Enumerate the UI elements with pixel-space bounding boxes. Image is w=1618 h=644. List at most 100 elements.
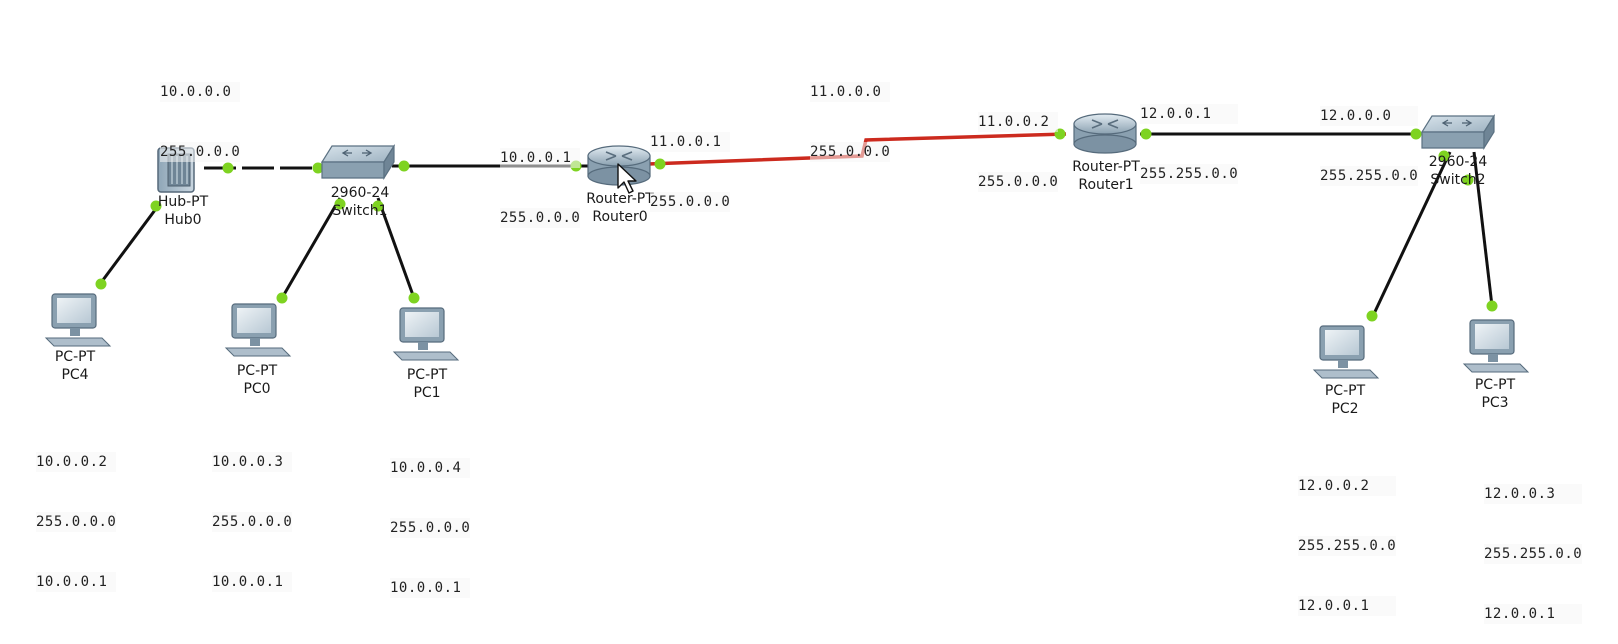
note-line: 12.0.0.1	[1140, 104, 1239, 124]
note-line: 10.0.0.2	[36, 452, 117, 472]
device-model: PC-PT	[1474, 377, 1516, 393]
switch-icon[interactable]	[320, 143, 396, 181]
port-light	[312, 162, 324, 174]
router-icon[interactable]	[587, 145, 651, 186]
pc-icon[interactable]	[224, 303, 292, 357]
device-name: Switch1	[332, 203, 388, 219]
note-line: 255.0.0.0	[212, 512, 293, 532]
note-line: 255.0.0.0	[978, 172, 1059, 192]
port-light	[1140, 128, 1152, 140]
port-light	[150, 200, 162, 212]
port-light	[1366, 310, 1378, 322]
device-model: PC-PT	[54, 349, 96, 365]
note-line: 255.255.0.0	[1140, 164, 1239, 184]
device-name: Router1	[1078, 177, 1134, 193]
pc-icon[interactable]	[44, 293, 112, 347]
port-light	[95, 278, 107, 290]
device-model: Hub-PT	[157, 194, 209, 210]
topology-canvas	[44, 113, 1530, 379]
device-label-pc2: PC-PT PC2	[1310, 382, 1380, 418]
port-light	[1438, 150, 1450, 162]
mouse-cursor-icon	[617, 163, 637, 194]
note-line: 12.0.0.1	[1484, 604, 1583, 624]
links	[98, 132, 1494, 319]
note-line: 255.255.0.0	[1484, 544, 1583, 564]
device-name: Switch2	[1430, 172, 1486, 188]
note-line: 10.0.0.1	[212, 572, 293, 592]
pc-icon[interactable]	[392, 307, 460, 361]
note-line: 11.0.0.1	[650, 132, 731, 152]
note-router1-right[interactable]: 12.0.0.1 255.255.0.0	[1140, 64, 1239, 204]
router-icon[interactable]	[1073, 113, 1137, 154]
port-light	[222, 162, 234, 174]
port-light	[654, 158, 666, 170]
pc-icon[interactable]	[1312, 325, 1380, 379]
device-model: PC-PT	[236, 363, 278, 379]
device-model: 2960-24	[330, 185, 390, 201]
port-light	[1410, 128, 1422, 140]
device-name: PC3	[1481, 395, 1509, 411]
device-name: Router0	[592, 209, 648, 225]
note-line: 11.0.0.2	[978, 112, 1059, 132]
link-hub0-pc4[interactable]	[98, 205, 160, 285]
note-line: 255.0.0.0	[810, 142, 891, 162]
note-line: 12.0.0.3	[1484, 484, 1583, 504]
note-line: 10.0.0.3	[212, 452, 293, 472]
note-line: 12.0.0.0	[1320, 106, 1419, 126]
note-line: 255.0.0.0	[36, 512, 117, 532]
device-name: PC1	[413, 385, 441, 401]
note-line: 255.0.0.0	[500, 208, 581, 228]
device-label-pc3: PC-PT PC3	[1460, 376, 1530, 412]
device-label-router0: Router-PT Router0	[574, 190, 666, 226]
device-label-pc0: PC-PT PC0	[222, 362, 292, 398]
note-network-10[interactable]: 10.0.0.0 255.0.0.0	[160, 42, 241, 182]
note-router0-left[interactable]: 10.0.0.1 255.0.0.0	[500, 108, 581, 248]
switch-icon[interactable]	[1420, 113, 1496, 151]
note-line: 12.0.0.2	[1298, 476, 1397, 496]
port-light	[1462, 174, 1474, 186]
note-network-12[interactable]: 12.0.0.0 255.255.0.0	[1320, 66, 1419, 206]
note-pc4[interactable]: 10.0.0.2 255.0.0.0 10.0.0.1	[36, 412, 117, 612]
note-router1-left[interactable]: 11.0.0.2 255.0.0.0	[978, 72, 1059, 212]
note-network-11[interactable]: 11.0.0.0 255.0.0.0	[810, 42, 891, 182]
note-line: 255.255.0.0	[1298, 536, 1397, 556]
note-line: 10.0.0.1	[390, 578, 471, 598]
device-model: PC-PT	[406, 367, 448, 383]
device-model: PC-PT	[1324, 383, 1366, 399]
port-light	[1486, 300, 1498, 312]
note-pc1[interactable]: 10.0.0.4 255.0.0.0 10.0.0.1	[390, 418, 471, 618]
device-label-hub0: Hub-PT Hub0	[148, 193, 218, 229]
link-switch2-pc2[interactable]	[1370, 151, 1452, 319]
note-line: 10.0.0.1	[500, 148, 581, 168]
port-light	[398, 160, 410, 172]
note-line: 12.0.0.1	[1298, 596, 1397, 616]
note-router0-right[interactable]: 11.0.0.1 255.0.0.0	[650, 92, 731, 232]
link-switch1-pc1[interactable]	[376, 197, 416, 299]
pc-icon[interactable]	[1462, 319, 1530, 373]
device-name: PC4	[61, 367, 89, 383]
device-label-pc1: PC-PT PC1	[392, 366, 462, 402]
note-line: 10.0.0.1	[36, 572, 117, 592]
device-name: Hub0	[164, 212, 202, 228]
link-switch2-pc3[interactable]	[1472, 151, 1494, 307]
port-light	[372, 200, 384, 212]
note-line: 255.0.0.0	[160, 142, 241, 162]
device-name: PC0	[243, 381, 271, 397]
port-light	[276, 292, 288, 304]
note-pc2[interactable]: 12.0.0.2 255.255.0.0 12.0.0.1	[1298, 436, 1397, 636]
note-line: 255.0.0.0	[650, 192, 731, 212]
note-line: 10.0.0.0	[160, 82, 241, 102]
note-line: 255.0.0.0	[390, 518, 471, 538]
device-model: 2960-24	[1428, 154, 1488, 170]
note-line: 11.0.0.0	[810, 82, 891, 102]
device-label-pc4: PC-PT PC4	[40, 348, 110, 384]
note-pc0[interactable]: 10.0.0.3 255.0.0.0 10.0.0.1	[212, 412, 293, 612]
device-model: Router-PT	[586, 191, 654, 207]
device-label-router1: Router-PT Router1	[1060, 158, 1152, 194]
device-model: Router-PT	[1072, 159, 1140, 175]
device-name: PC2	[1331, 401, 1359, 417]
note-pc3[interactable]: 12.0.0.3 255.255.0.0 12.0.0.1	[1484, 444, 1583, 644]
link-switch1-pc0[interactable]	[280, 197, 342, 299]
note-line: 255.255.0.0	[1320, 166, 1419, 186]
port-light	[334, 198, 346, 210]
